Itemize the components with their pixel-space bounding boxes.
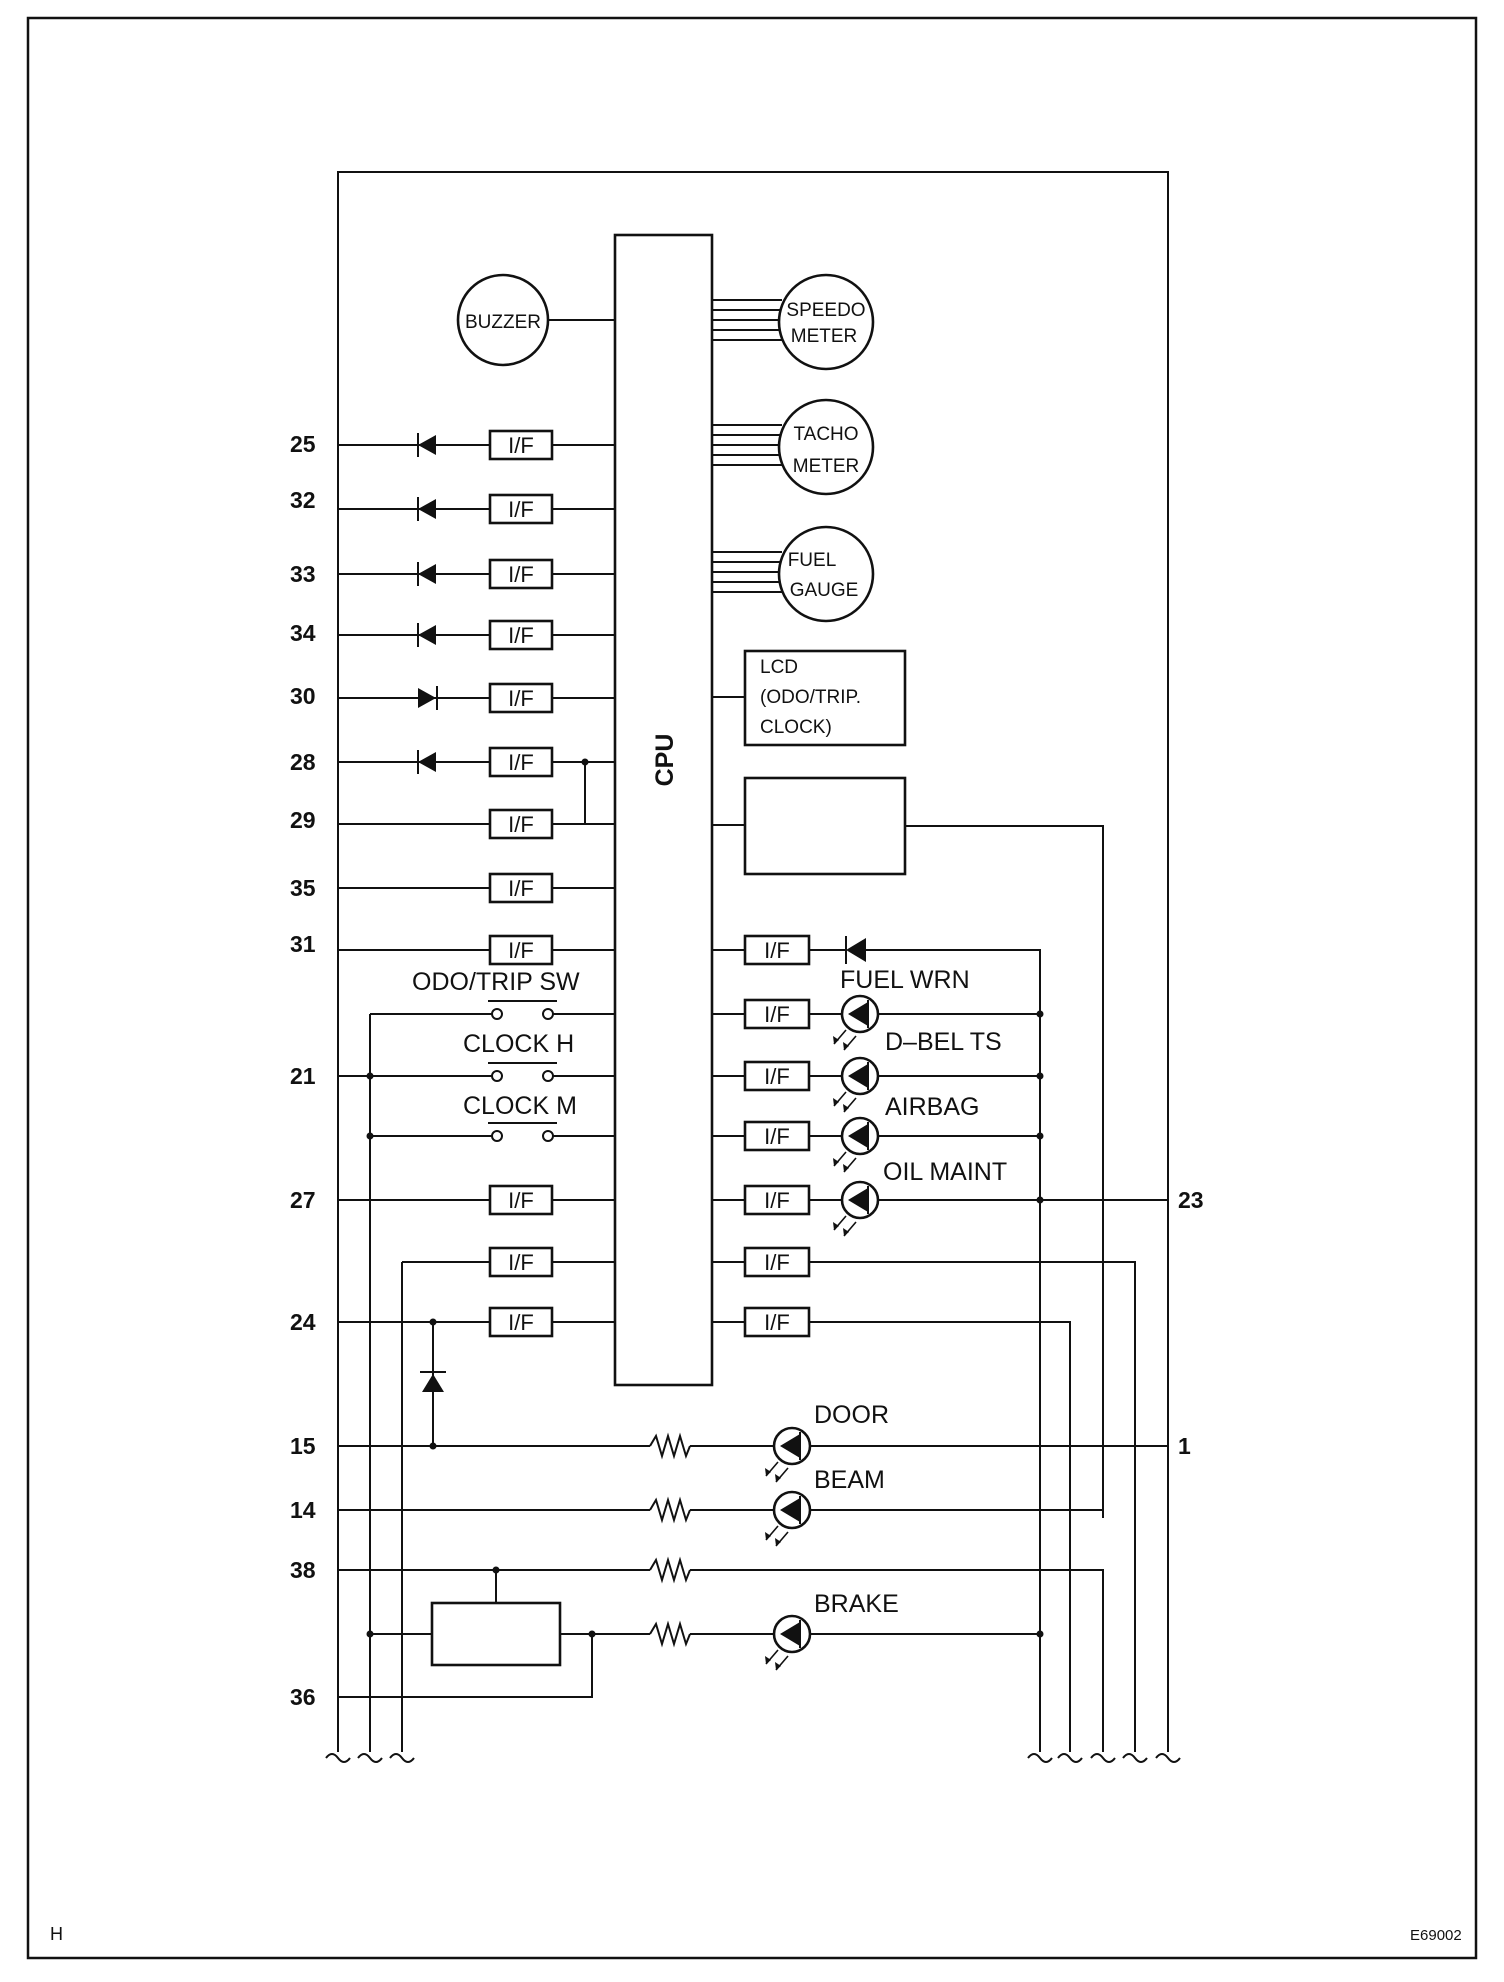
if-block [488,619,554,651]
indicator-label-d-bel-ts: D–BEL TS [885,1028,1002,1056]
tachometer-label-1: TACHO [793,424,858,445]
fuel-gauge-label-1: FUEL [788,550,837,571]
if-block [488,682,554,714]
if-label: I/F [508,562,534,587]
clock-h-switch [338,1062,615,1082]
if-label: I/F [764,1310,790,1335]
if-label: I/F [508,750,534,775]
indicator-label-fuel-wrn: FUEL WRN [840,966,970,994]
indicator-label-oil-maint: OIL MAINT [883,1158,1007,1186]
if-label: I/F [508,876,534,901]
if-label: I/F [764,1002,790,1027]
fuel-gauge-label-2: GAUGE [790,580,859,601]
switch-label-odo-trip: ODO/TRIP SW [412,968,580,996]
if-block [488,872,554,904]
if-block [488,934,554,966]
if-label: I/F [508,1310,534,1335]
pin-label-23: 23 [1178,1187,1204,1213]
cpu-block [613,233,714,1387]
if-block [488,1184,554,1216]
if-label: I/F [764,938,790,963]
if-block [488,429,554,461]
if-label: I/F [508,497,534,522]
corner-label: H [50,1924,63,1944]
page-border [26,16,1478,1960]
pin-label-25: 25 [290,431,316,457]
pin-label-34: 34 [290,620,316,646]
figure-code: E69002 [1410,1927,1462,1944]
pin-label-38: 38 [290,1557,316,1583]
meter-outline [337,171,1169,1752]
if-block [488,1306,554,1338]
if-block-right [743,1120,811,1152]
lcd-label-2: (ODO/TRIP. [760,687,861,708]
pin-label-21: 21 [290,1063,316,1089]
if-label: I/F [508,686,534,711]
speedometer-label-2: METER [791,326,858,347]
indicator-label-beam: BEAM [814,1466,885,1494]
speedometer-label-1: SPEEDO [786,300,865,321]
pin-label-27: 27 [290,1187,316,1213]
if-label: I/F [508,1250,534,1275]
indicator-label-airbag: AIRBAG [885,1093,979,1121]
tachometer [777,398,875,496]
fuel-bus [712,551,782,593]
clock-m-switch [370,1122,615,1142]
tacho-bus [712,424,782,466]
pin-label-28: 28 [290,749,316,775]
tachometer-label-2: METER [793,456,860,477]
pin-label-30: 30 [290,683,316,709]
if-label: I/F [508,938,534,963]
buzzer-label: BUZZER [465,312,541,333]
if-label: I/F [508,1188,534,1213]
pin-label-32: 32 [290,487,316,513]
fuel-gauge [777,525,875,623]
if-block [488,493,554,525]
if-label: I/F [764,1188,790,1213]
pin-label-36: 36 [290,1684,316,1710]
indicator-label-brake: BRAKE [814,1590,899,1618]
brake-control-block [430,1601,562,1667]
speedometer [777,273,875,371]
if-label: I/F [508,623,534,648]
pin-label-24: 24 [290,1309,316,1335]
switch-label-clock-h: CLOCK H [463,1030,574,1058]
if-block [488,808,554,840]
driver-block [743,776,907,876]
pin-label-31: 31 [290,931,316,957]
pin-label-1: 1 [1178,1433,1191,1459]
if-label: I/F [764,1064,790,1089]
if-label: I/F [508,433,534,458]
pin-label-35: 35 [290,875,316,901]
switch-label-clock-m: CLOCK M [463,1092,577,1120]
pin-label-29: 29 [290,807,316,833]
if-label: I/F [764,1124,790,1149]
cpu-label: CPU [651,734,679,787]
if-block-right [743,998,811,1030]
pin-label-15: 15 [290,1433,316,1459]
lcd-label-3: CLOCK) [760,717,832,738]
pin-label-33: 33 [290,561,316,587]
lcd-label-1: LCD [760,657,798,678]
pin-label-14: 14 [290,1497,316,1523]
odo-trip-switch [370,1000,615,1020]
speedo-bus [712,299,782,341]
if-label: I/F [508,812,534,837]
indicator-label-door: DOOR [814,1401,889,1429]
if-label: I/F [764,1250,790,1275]
